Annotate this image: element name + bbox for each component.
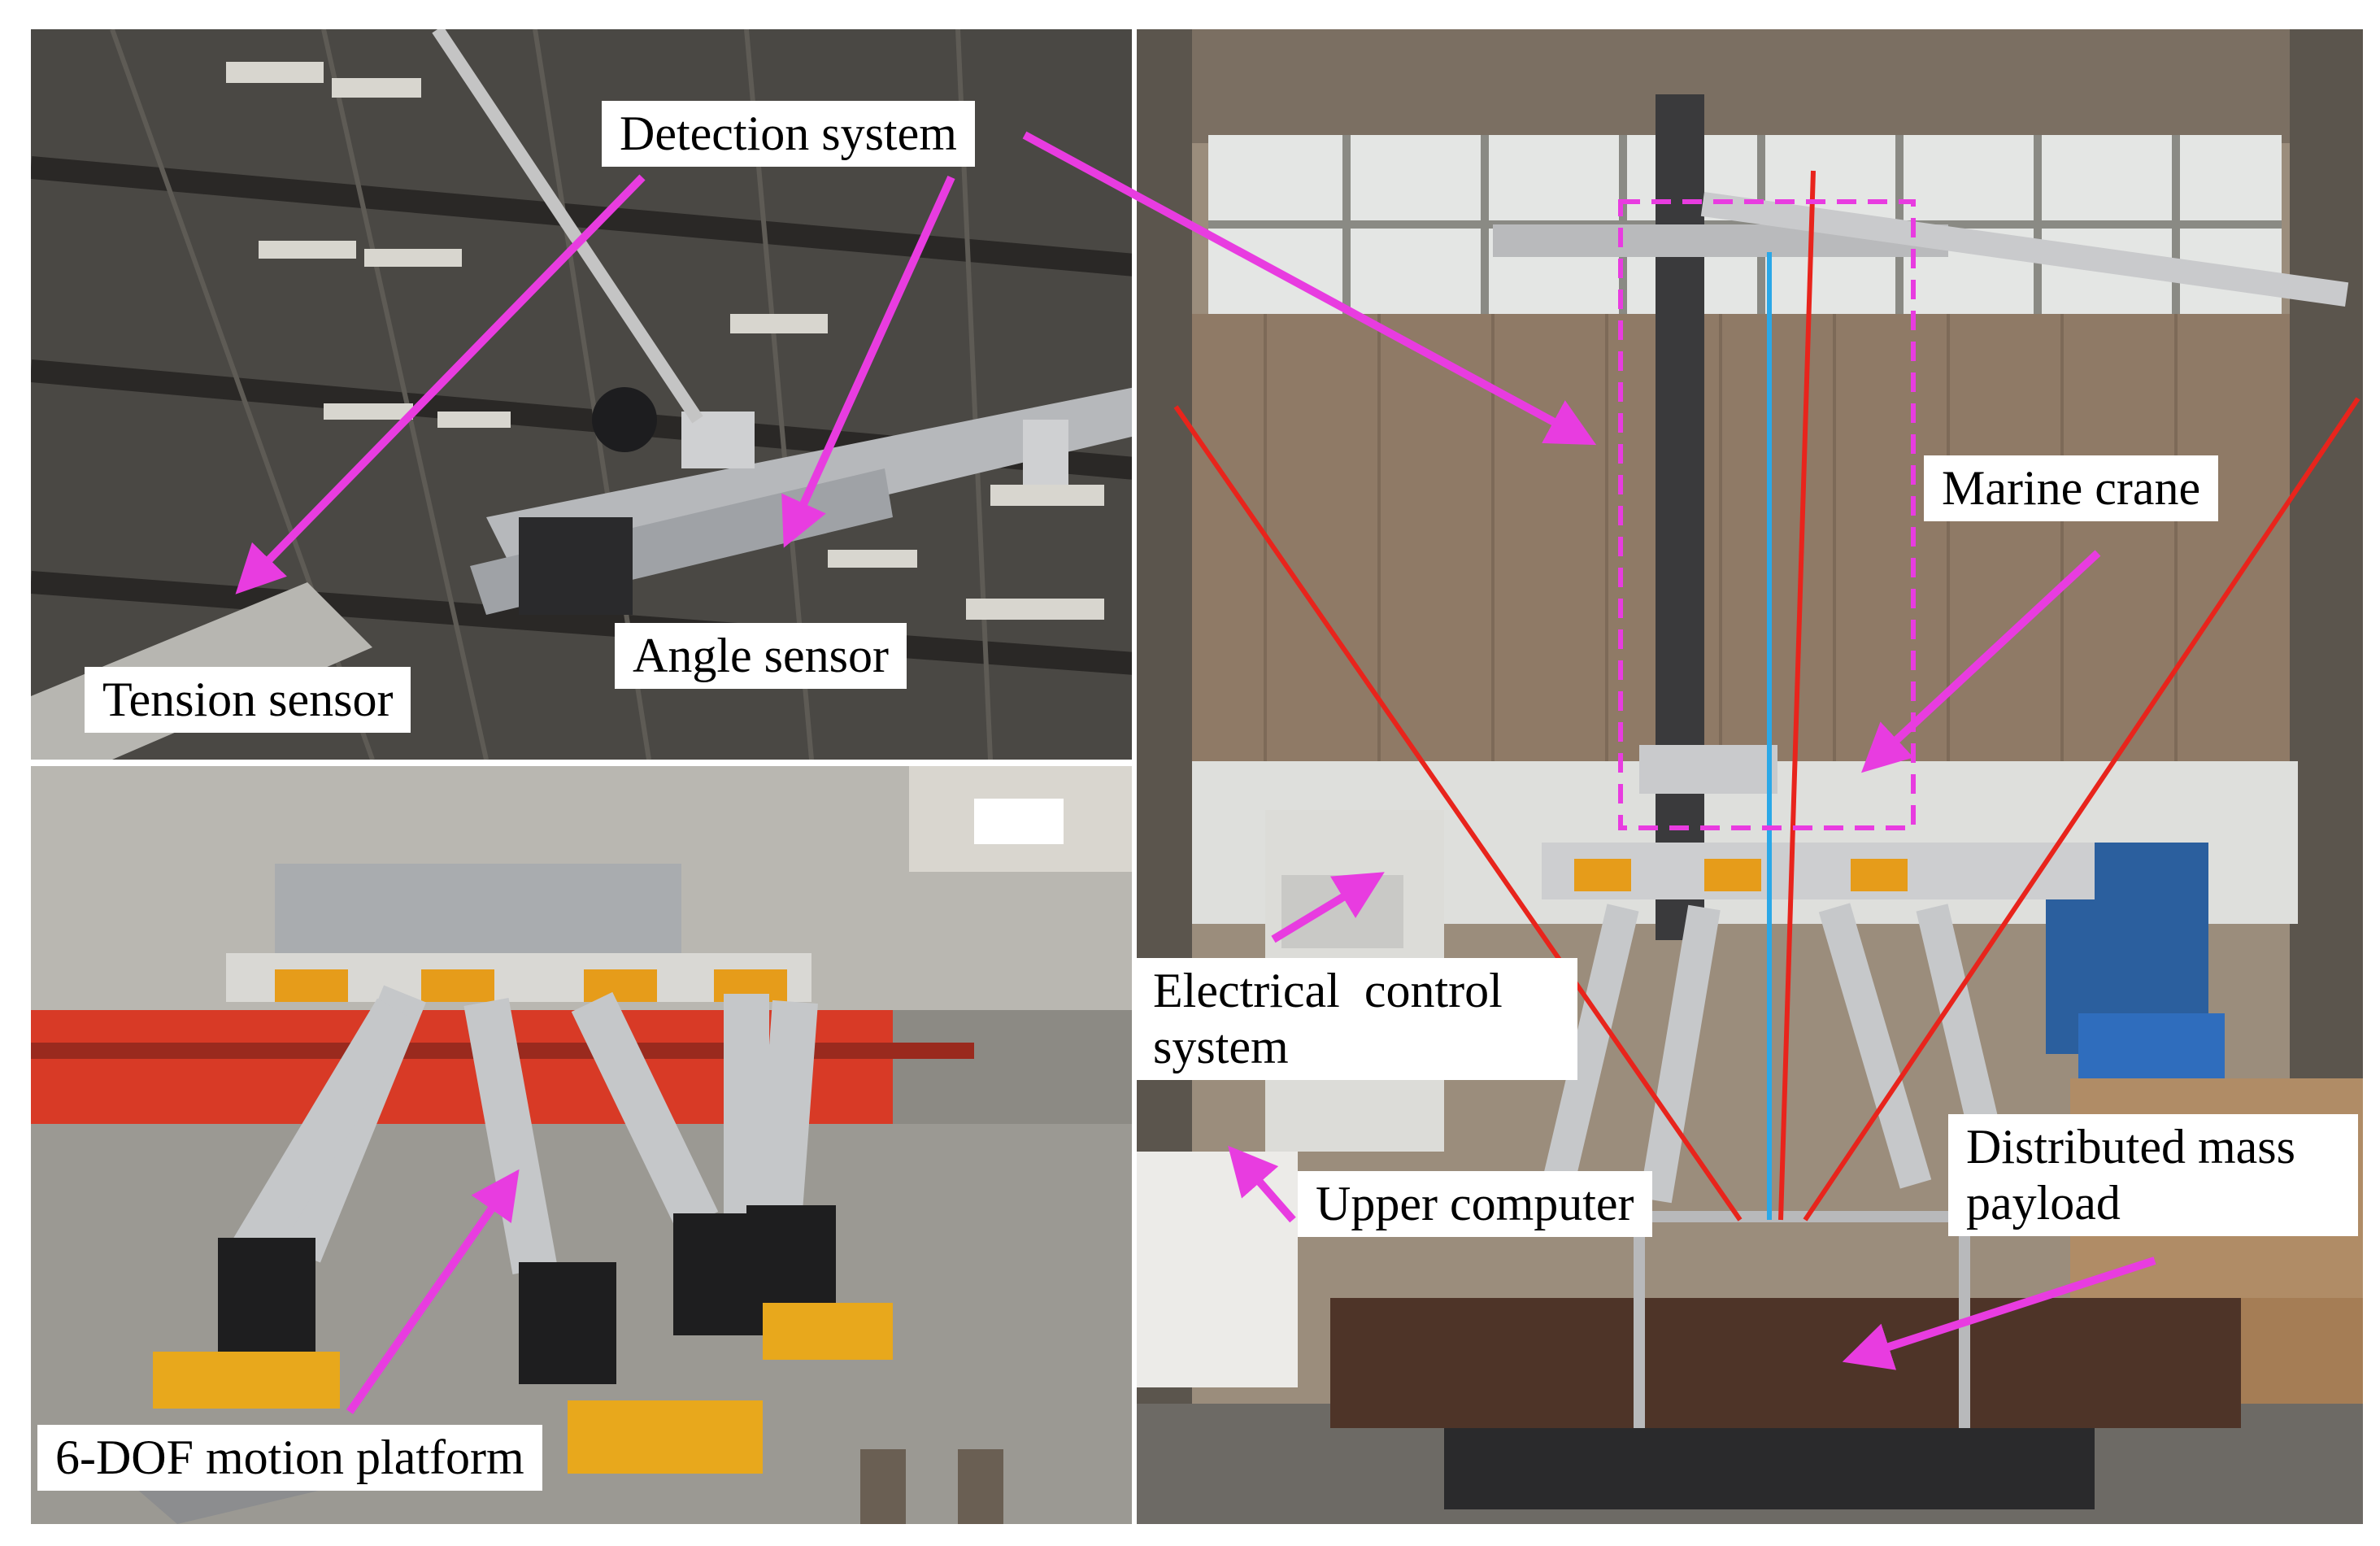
- label-electrical-control-line1: Electrical control: [1153, 964, 1503, 1017]
- photo-marine-crane: [1135, 29, 2363, 1524]
- label-motion-platform: 6-DOF motion platform: [37, 1425, 542, 1491]
- label-upper-computer-text: Upper computer: [1316, 1177, 1634, 1230]
- label-detection-system: Detection system: [602, 101, 975, 167]
- label-upper-computer: Upper computer: [1298, 1171, 1652, 1237]
- label-angle-sensor: Angle sensor: [615, 623, 907, 689]
- label-electrical-control-line2: system: [1153, 1020, 1289, 1073]
- label-payload-line2: payload: [1966, 1176, 2121, 1230]
- panel-divider-horizontal: [31, 760, 1133, 766]
- crane-scene: [1135, 29, 2363, 1524]
- label-tension-sensor-text: Tension sensor: [102, 673, 394, 726]
- label-payload-line1: Distributed mass: [1966, 1120, 2295, 1174]
- photo-motion-platform: [31, 766, 1135, 1524]
- label-payload: Distributed mass payload: [1948, 1114, 2358, 1236]
- panel-divider-vertical: [1132, 29, 1137, 1524]
- label-motion-platform-text: 6-DOF motion platform: [55, 1431, 524, 1484]
- label-marine-crane-text: Marine crane: [1942, 461, 2201, 515]
- label-electrical-control: Electrical control system: [1135, 958, 1577, 1080]
- label-detection-system-text: Detection system: [620, 107, 957, 160]
- platform-scene: [31, 766, 1135, 1524]
- label-marine-crane: Marine crane: [1924, 455, 2219, 521]
- label-angle-sensor-text: Angle sensor: [633, 629, 889, 682]
- label-tension-sensor: Tension sensor: [85, 667, 411, 733]
